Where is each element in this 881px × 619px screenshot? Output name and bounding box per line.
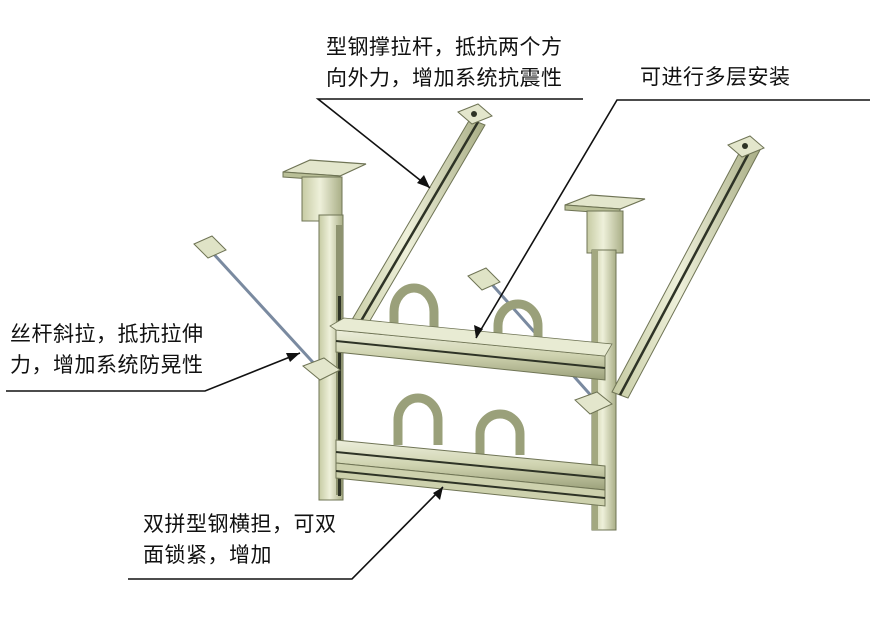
leader-double-crossarm <box>128 486 444 580</box>
label-double-crossarm-line-1: 双拼型钢横担，可双 <box>143 512 337 536</box>
label-diagonal-rod: 丝杆斜拉，抵抗拉伸 力，增加系统防晃性 <box>10 319 204 381</box>
label-brace-strut-line-1: 型钢撑拉杆，抵抗两个方 <box>326 35 563 59</box>
pipe-clamp-lower-left <box>393 393 443 445</box>
label-multi-layer: 可进行多层安装 <box>640 62 791 93</box>
crossarm-lower-double <box>335 439 606 507</box>
mount-plate-left <box>282 159 367 222</box>
leader-brace-strut <box>315 98 583 189</box>
label-brace-strut-line-2: 向外力，增加系统抗震性 <box>326 66 563 90</box>
label-double-crossarm-line-2: 面锁紧，增加 <box>143 543 272 567</box>
pipe-clamp-upper-right <box>493 299 543 352</box>
brace-strut-right <box>611 135 765 399</box>
joint-plates <box>302 357 613 415</box>
leader-diagonal-rod <box>6 352 301 392</box>
pipe-clamp-lower-right <box>475 409 525 455</box>
leader-lines <box>6 98 870 580</box>
label-brace-strut: 型钢撑拉杆，抵抗两个方 向外力，增加系统抗震性 <box>326 32 563 94</box>
diagonal-rod-left <box>193 235 322 372</box>
label-double-crossarm: 双拼型钢横担，可双 面锁紧，增加 <box>143 509 337 571</box>
pipe-clamp-upper-left <box>389 283 439 340</box>
label-multi-layer-line-1: 可进行多层安装 <box>640 65 791 89</box>
label-diagonal-rod-line-2: 力，增加系统防晃性 <box>10 353 204 377</box>
label-diagonal-rod-line-1: 丝杆斜拉，抵抗拉伸 <box>10 322 204 346</box>
leader-arrowheads <box>286 175 483 500</box>
brace-strut-left <box>342 103 493 342</box>
crossarm-upper <box>329 317 613 381</box>
mount-plate-right <box>564 194 646 254</box>
leader-multi-layer <box>475 99 870 339</box>
